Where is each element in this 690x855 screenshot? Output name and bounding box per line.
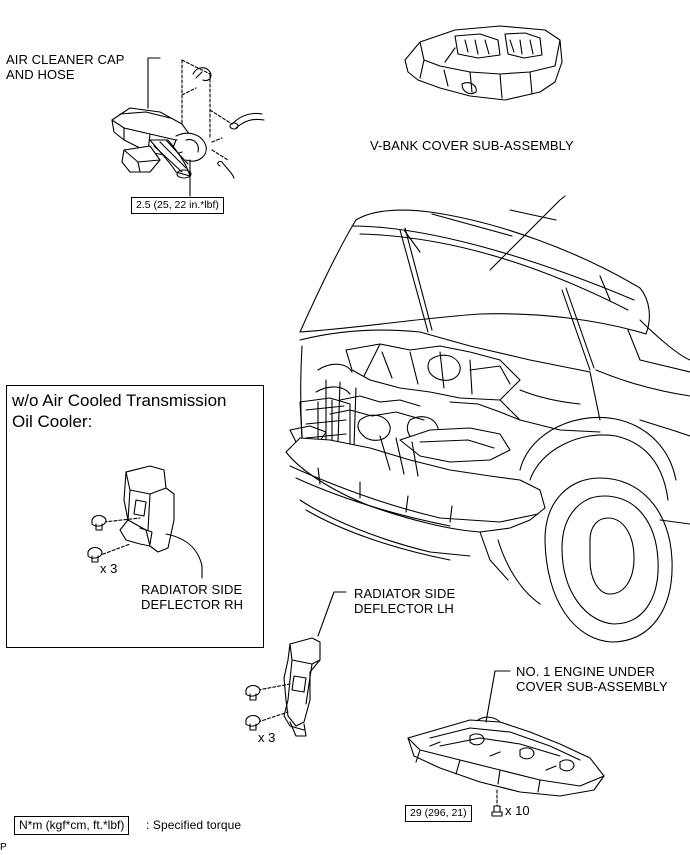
inset-title-line2: Oil Cooler: [12, 412, 93, 431]
lh-clip-count: x 3 [258, 730, 276, 745]
corner-mark: P [0, 842, 7, 853]
label-deflector-rh-line2: DEFLECTOR RH [141, 597, 244, 612]
inset-title-line1: w/o Air Cooled Transmission [12, 391, 227, 410]
torque-air-cleaner-clamp: 2.5 (25, 22 in.*lbf) [131, 197, 224, 214]
deflector-lh-illustration [245, 591, 347, 737]
label-air-cleaner-cap-line2: AND HOSE [6, 67, 75, 82]
label-deflector-lh-line2: DEFLECTOR LH [354, 601, 454, 616]
label-air-cleaner-cap-line1: AIR CLEANER CAP [6, 52, 125, 67]
legend-description: : Specified torque [146, 818, 242, 832]
torque-under-cover-bolt: 29 (296, 21) [405, 805, 472, 822]
rh-clip-count: x 3 [100, 561, 118, 576]
label-under-cover-line2: COVER SUB-ASSEMBLY [516, 679, 668, 694]
label-deflector-lh-line1: RADIATOR SIDE [354, 586, 456, 601]
inset-panel-no-oil-cooler [6, 385, 264, 648]
label-deflector-rh-line1: RADIATOR SIDE [141, 582, 243, 597]
bolt-count: x 10 [505, 803, 530, 818]
vehicle-front-illustration [285, 195, 690, 643]
air-cleaner-leader [147, 57, 161, 109]
label-under-cover-line1: NO. 1 ENGINE UNDER [516, 664, 656, 679]
deflector-rh-illustration [87, 465, 203, 579]
under-cover-illustration [407, 670, 605, 817]
air-cleaner-illustration [111, 59, 265, 197]
vbank-cover-illustration [404, 25, 563, 101]
legend-unit-box: N*m (kgf*cm, ft.*lbf) [14, 816, 130, 835]
label-vbank-cover: V-BANK COVER SUB-ASSEMBLY [370, 138, 574, 153]
